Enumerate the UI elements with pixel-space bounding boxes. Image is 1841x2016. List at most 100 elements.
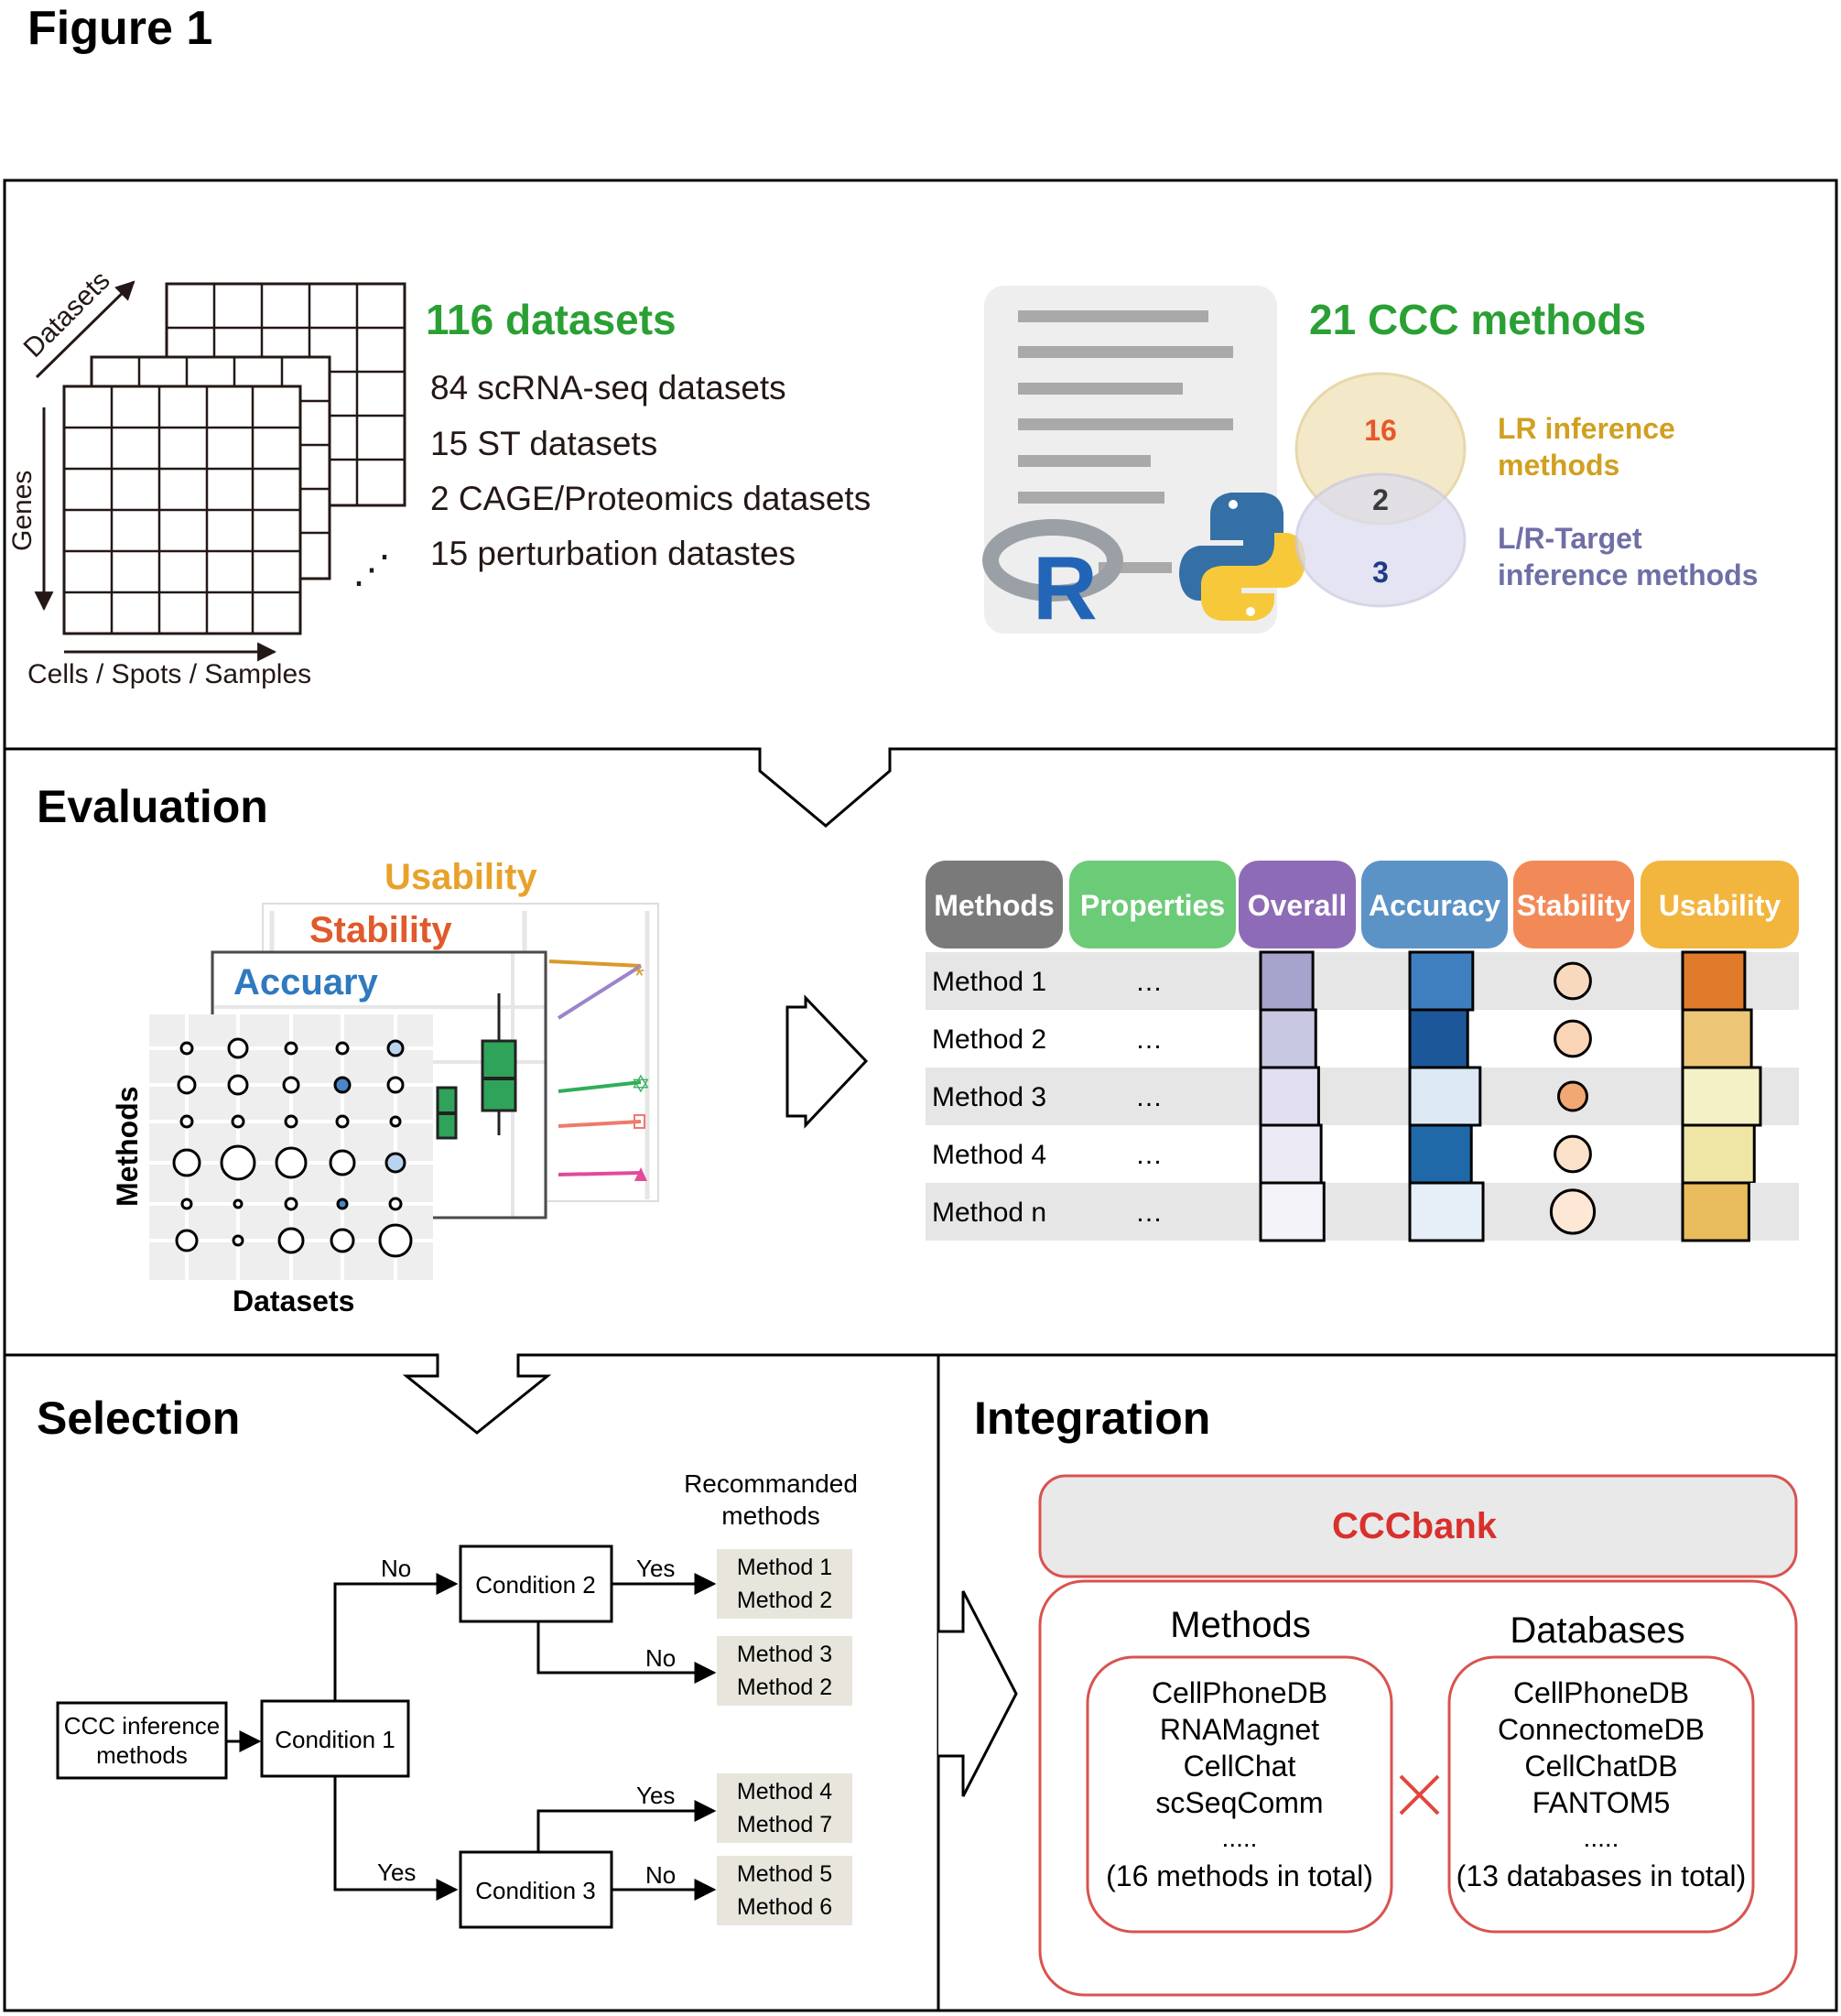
method-list-item: CellChat — [1184, 1750, 1296, 1783]
svg-text:*: * — [634, 961, 644, 990]
recommended-method: Method 5 — [737, 1861, 832, 1887]
dot-mark — [227, 1074, 249, 1096]
accuracy-bar — [1408, 1123, 1473, 1185]
cccbank-header — [1038, 1474, 1798, 1578]
python-logo-icon — [1179, 493, 1305, 621]
dot-mark — [179, 1041, 194, 1056]
decision-flow-lines — [226, 1573, 717, 1901]
database-list-item: FANTOM5 — [1532, 1786, 1671, 1819]
database-list-item: (13 databases in total) — [1457, 1859, 1747, 1892]
accuracy-bar — [1408, 1008, 1469, 1069]
stability-dot — [1549, 1188, 1597, 1235]
recommended-method: Method 2 — [737, 1675, 832, 1700]
table-row-method: Method 3 — [932, 1082, 1046, 1112]
usability-bar — [1681, 1066, 1762, 1127]
dot-matrix — [172, 1037, 413, 1258]
table-row-properties: … — [1135, 967, 1163, 997]
dot-y-label: Methods — [111, 1086, 144, 1207]
figure-label: Figure 1 — [27, 2, 212, 55]
branch-no: No — [381, 1555, 411, 1582]
database-list-item: ..... — [1584, 1824, 1619, 1852]
methods-list-box — [1086, 1655, 1393, 1934]
cccbank-label: CCCbank — [1332, 1506, 1498, 1546]
dataset-line: 15 ST datasets — [430, 425, 657, 462]
evaluation-title: Evaluation — [37, 781, 268, 832]
dataset-line: 84 scRNA-seq datasets — [430, 369, 786, 406]
lrt-label: inference methods — [1498, 558, 1759, 591]
axis-label-cells: Cells / Spots / Samples — [27, 659, 311, 689]
branch-no: No — [645, 1644, 676, 1672]
recommended-method: Method 7 — [737, 1812, 832, 1837]
summary-table-body: Method 1…Method 2…Method 3…Method 4…Meth… — [926, 950, 1799, 1242]
method-list-item: scSeqComm — [1155, 1786, 1323, 1819]
dot-mark — [231, 1114, 245, 1129]
dot-mark — [378, 1223, 413, 1258]
table-header-cell — [1239, 861, 1356, 948]
stability-dot — [1554, 1134, 1592, 1174]
overall-bar — [1259, 1066, 1320, 1127]
venn-left-count: 16 — [1364, 414, 1397, 447]
recommended-method: Method 1 — [737, 1555, 832, 1580]
svg-text:✡: ✡ — [631, 1070, 651, 1098]
r-logo-icon: R — [982, 519, 1123, 638]
dot-mark — [330, 1228, 355, 1253]
dot-mark — [333, 1076, 352, 1094]
more-grids-ellipsis: ⋰ — [352, 547, 391, 591]
database-list-item: CellChatDB — [1524, 1750, 1677, 1783]
method-list-item: ..... — [1222, 1824, 1258, 1852]
start-node — [56, 1701, 228, 1780]
usability-bar — [1681, 1181, 1750, 1242]
table-row-properties: … — [1135, 1198, 1163, 1228]
table-row-stripe — [926, 952, 1799, 1010]
usability-bar — [1681, 1008, 1753, 1069]
table-header-label: Accuracy — [1369, 889, 1500, 922]
recommendation-boxes — [717, 1549, 852, 1925]
dataset-line: 15 perturbation datastes — [430, 535, 796, 572]
table-row-properties: … — [1135, 1024, 1163, 1055]
condition-2-label: Condition 2 — [475, 1571, 596, 1599]
branch-yes: Yes — [636, 1555, 675, 1582]
dot-mark — [175, 1229, 199, 1252]
table-header-cell — [1069, 861, 1236, 948]
condition-1-node — [260, 1699, 410, 1778]
accuracy-bar — [1408, 1066, 1482, 1127]
integration-title: Integration — [974, 1393, 1210, 1444]
table-row-method: Method 4 — [932, 1140, 1046, 1170]
databases-column-title: Databases — [1510, 1610, 1684, 1651]
methods-column-title: Methods — [1170, 1605, 1310, 1645]
table-header-cell — [926, 861, 1063, 948]
recommended-method: Method 2 — [737, 1588, 832, 1613]
venn-overlap-count: 2 — [1372, 483, 1389, 516]
table-header-label: Usability — [1659, 889, 1781, 922]
database-list-item: ConnectomeDB — [1498, 1713, 1705, 1746]
recommended-header: methods — [721, 1501, 819, 1530]
recommended-method: Method 6 — [737, 1894, 832, 1920]
r-logo-letter: R — [1033, 537, 1098, 638]
dot-mark — [233, 1198, 244, 1209]
table-row-stripe — [926, 1068, 1799, 1125]
dot-mark — [384, 1152, 406, 1174]
dot-mark — [335, 1041, 350, 1056]
method-list-item: RNAMagnet — [1160, 1713, 1319, 1746]
table-header-label: Stability — [1517, 889, 1631, 922]
recommended-method: Method 3 — [737, 1642, 832, 1667]
table-header-label: Overall — [1248, 889, 1348, 922]
database-list-item: CellPhoneDB — [1513, 1676, 1689, 1709]
venn-diagram — [1294, 372, 1467, 608]
table-header-cell — [1513, 861, 1634, 948]
accuracy-bar — [1408, 1181, 1485, 1242]
table-header-cell — [1641, 861, 1799, 948]
branch-yes: Yes — [377, 1859, 416, 1886]
start-node-label: CCC inference — [64, 1712, 221, 1740]
dot-mark — [282, 1076, 300, 1094]
dot-mark — [232, 1234, 244, 1247]
dot-mark — [386, 1076, 405, 1094]
dot-mark — [179, 1114, 194, 1129]
dataset-grids-illustration — [34, 280, 406, 662]
table-row-properties: … — [1135, 1140, 1163, 1170]
table-row-properties: … — [1135, 1082, 1163, 1112]
table-header-cell — [1361, 861, 1508, 948]
branch-no: No — [645, 1861, 676, 1889]
